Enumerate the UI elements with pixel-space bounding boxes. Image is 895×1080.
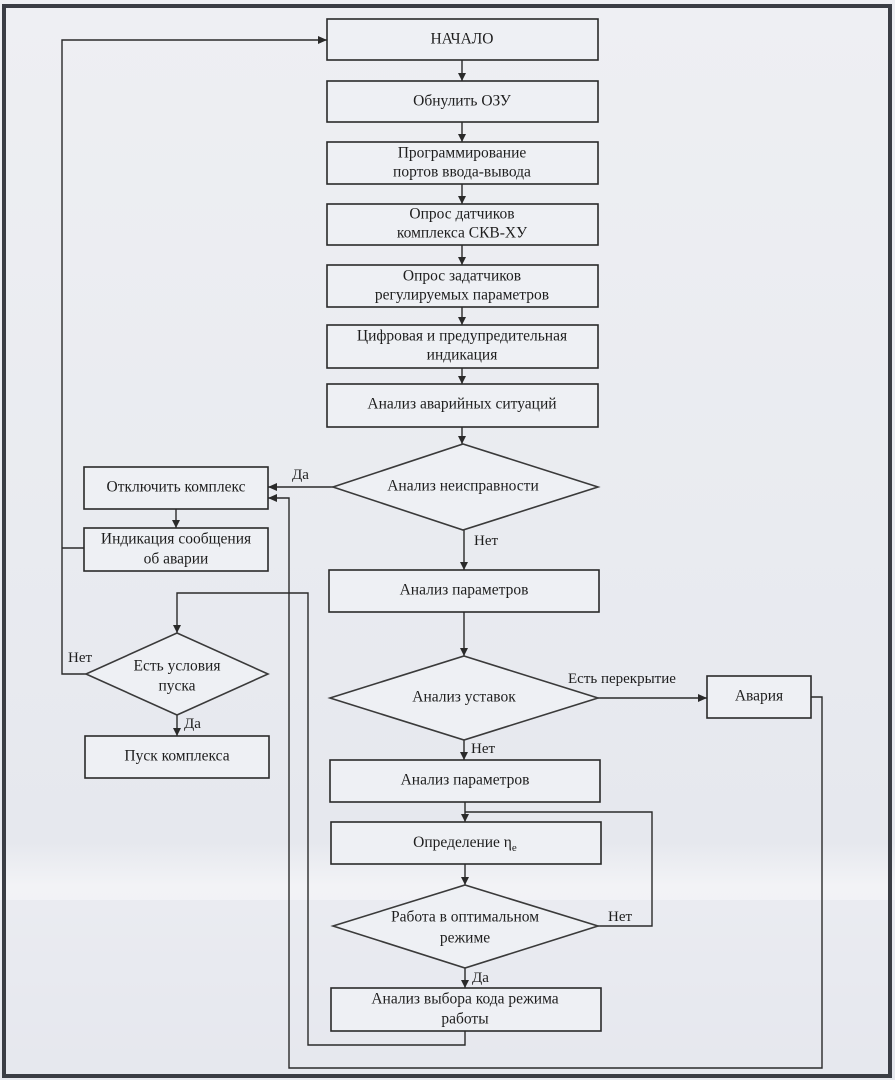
edge-labels: Да Нет Нет Да Есть перекрытие Нет Нет Да	[68, 467, 676, 986]
node-poll-setpoints: Опрос задатчиков регулируемых параметров	[326, 264, 599, 308]
decision-setpoint-analysis: Анализ уставок	[327, 655, 601, 741]
arrow-icon	[461, 877, 469, 885]
edge-emergency-return	[268, 497, 823, 1069]
edges	[61, 39, 823, 1069]
edge-label-overlap: Есть перекрытие	[568, 671, 676, 687]
node-start: НАЧАЛО	[326, 18, 599, 61]
edge-label-fault-no: Нет	[474, 533, 498, 549]
node-alarm-message: Индикация сообщения об аварии	[83, 527, 269, 572]
decision-start-conditions: Есть условия пуска	[84, 632, 270, 716]
node-label-main: Определение η	[413, 834, 512, 851]
node-label: Авария	[735, 688, 783, 705]
node-label-line1: Работа в оптимальном	[391, 909, 539, 926]
node-label-line2: об аварии	[144, 551, 209, 568]
node-label-line2: индикация	[427, 347, 498, 364]
node-label-line1: Анализ выбора кода режима	[371, 991, 558, 1008]
arrow-icon	[460, 562, 468, 570]
node-label-line2: пуска	[158, 678, 195, 695]
node-label: Анализ параметров	[400, 582, 529, 599]
node-emergency-analysis: Анализ аварийных ситуаций	[326, 383, 599, 428]
node-label: Отключить комплекс	[107, 479, 246, 496]
node-label: Определение ηe	[413, 834, 517, 854]
node-shutdown: Отключить комплекс	[83, 466, 269, 510]
node-label-line2: портов ввода-вывода	[393, 164, 531, 181]
node-mode-code: Анализ выбора кода режима работы	[330, 987, 602, 1032]
node-emergency: Авария	[706, 675, 812, 719]
arrowheads	[172, 36, 707, 988]
node-label: Анализ параметров	[401, 772, 530, 789]
arrow-icon	[458, 257, 466, 265]
node-label: Анализ аварийных ситуаций	[367, 396, 556, 413]
node-label: Анализ уставок	[412, 689, 516, 706]
arrow-icon	[458, 376, 466, 384]
node-label-line2: работы	[441, 1011, 489, 1028]
node-param-analysis-1: Анализ параметров	[328, 569, 600, 613]
arrow-icon	[458, 73, 466, 81]
arrow-icon	[460, 752, 468, 760]
node-poll-sensors: Опрос датчиков комплекса СКВ-ХУ	[326, 203, 599, 246]
node-efficiency: Определение ηe	[330, 821, 602, 865]
arrow-icon	[698, 694, 707, 702]
arrow-icon	[318, 36, 327, 44]
node-label-line1: Программирование	[398, 145, 527, 162]
edge-label-optimal-yes: Да	[472, 970, 489, 986]
arrow-icon	[461, 980, 469, 988]
node-param-analysis-2: Анализ параметров	[329, 759, 601, 803]
edge-label-start-yes: Да	[184, 716, 201, 732]
edge-label-setpoint-no: Нет	[471, 741, 495, 757]
arrow-icon	[172, 520, 180, 528]
node-start-complex: Пуск комплекса	[84, 735, 270, 779]
node-indication: Цифровая и предупредительная индикация	[326, 324, 599, 369]
edge-label-start-no: Нет	[68, 650, 92, 666]
arrow-icon	[268, 483, 277, 491]
node-label-line1: Есть условия	[134, 658, 221, 675]
arrow-icon	[460, 648, 468, 656]
edge-label-fault-yes: Да	[292, 467, 309, 483]
node-label-line1: Цифровая и предупредительная	[357, 328, 567, 345]
node-label-line1: Опрос задатчиков	[403, 268, 521, 285]
node-clear-ram: Обнулить ОЗУ	[326, 80, 599, 123]
edge-start-no-loop	[61, 39, 327, 675]
node-label-line2: режиме	[440, 930, 490, 947]
arrow-icon	[458, 134, 466, 142]
node-program-ports: Программирование портов ввода-вывода	[326, 141, 599, 185]
decision-optimal-mode: Работа в оптимальном режиме	[330, 884, 601, 969]
node-label: Обнулить ОЗУ	[413, 93, 511, 110]
node-label-line2: комплекса СКВ-ХУ	[397, 225, 527, 242]
arrow-icon	[461, 814, 469, 822]
decision-fault-analysis: Анализ неисправности	[330, 443, 601, 531]
figure-frame	[2, 4, 892, 1078]
edge-modecode-return	[176, 592, 466, 1046]
node-label: Анализ неисправности	[387, 478, 539, 495]
node-label: НАЧАЛО	[430, 31, 493, 48]
arrow-icon	[458, 196, 466, 204]
arrow-icon	[458, 436, 466, 444]
node-label: Пуск комплекса	[124, 748, 229, 765]
edge-optimal-no-loop	[465, 811, 653, 927]
arrow-icon	[458, 317, 466, 325]
arrow-icon	[173, 625, 181, 633]
node-label-subscript: e	[512, 842, 517, 854]
node-label-line1: Опрос датчиков	[409, 206, 514, 223]
arrow-icon	[173, 728, 181, 736]
node-label-line1: Индикация сообщения	[101, 531, 251, 548]
arrow-icon	[268, 494, 277, 502]
node-label-line2: регулируемых параметров	[375, 287, 549, 304]
edge-label-optimal-no: Нет	[608, 909, 632, 925]
